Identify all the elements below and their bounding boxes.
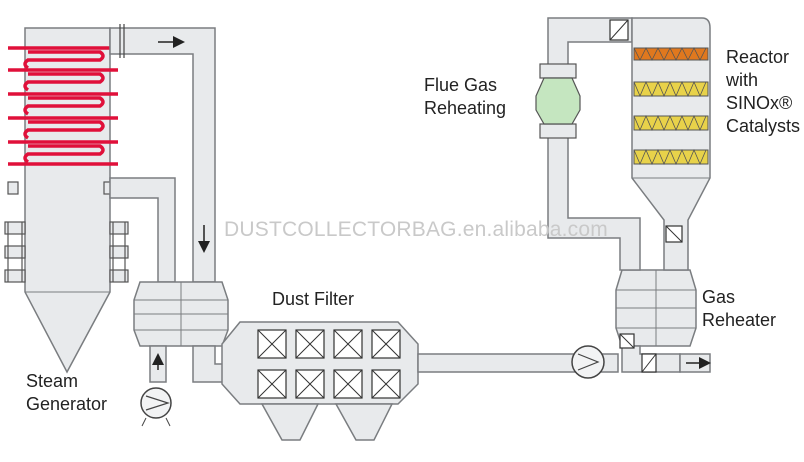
reheater-damper [619,333,635,349]
gas-reheater-label: Gas Reheater [702,286,776,332]
steam-generator-label-line2: Generator [26,394,108,414]
outlet-duct [621,345,711,373]
gas-reheater [615,269,697,347]
booster-fan-icon [571,345,605,379]
catalyst-layers [633,47,709,165]
gas-reheater-label-line1: Gas [702,287,736,307]
flue-gas-duct [109,27,216,283]
outlet-damper [641,353,657,373]
reactor [631,17,711,271]
air-preheater [133,281,229,347]
clean-gas-duct [417,353,619,373]
steam-generator-flanges [4,181,129,283]
reactor-label: Reactor with SINOx® Catalysts [726,46,800,138]
reactor-label-line3: SINOx® [726,93,793,113]
steam-generator-label-line1: Steam [26,371,79,391]
filter-hoppers [260,403,394,441]
dust-filter-label: Dust Filter [272,289,355,309]
flue-gas-label-line2: Reheating [424,98,507,118]
steam-generator-body [24,27,111,374]
flue-gas-reheating-unit [535,63,581,139]
heating-coils [8,46,118,166]
steam-generator [4,27,129,374]
flue-gas-reheating-label: Flue Gas Reheating [424,74,506,120]
reactor-label-line4: Catalysts [726,116,801,136]
reactor-damper-bottom [665,225,683,243]
reactor-label-line1: Reactor [726,47,790,67]
reactor-damper-top [609,19,629,41]
dust-filter [221,321,419,441]
fan-icon [140,387,172,427]
reactor-label-line2: with [726,70,759,90]
flue-gas-label-line1: Flue Gas [424,75,498,95]
gas-reheater-label-line2: Reheater [702,310,777,330]
steam-generator-label: Steam Generator [26,370,107,416]
watermark-text: DUSTCOLLECTORBAG.en.alibaba.com [224,218,608,241]
